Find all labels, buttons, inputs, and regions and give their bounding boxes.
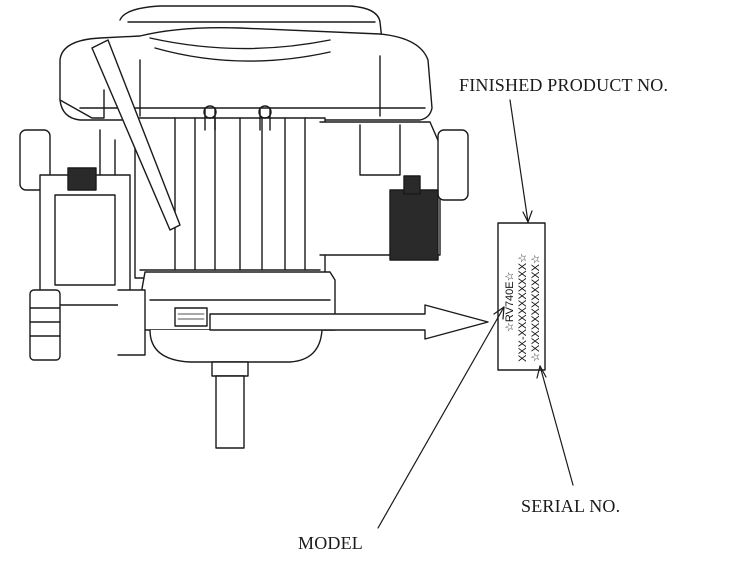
- nameplate-enlarged: [497, 222, 546, 371]
- nameplate-serial-text: ☆XXXXXXXXXXXX☆: [530, 254, 542, 362]
- nameplate-model-text: ☆RV740E☆: [504, 271, 516, 332]
- callout-leaders: [377, 99, 574, 529]
- engine-crankshaft: [211, 361, 249, 449]
- model-label: MODEL: [298, 533, 363, 553]
- finished-product-no-label: FINISHED PRODUCT NO.: [459, 75, 669, 95]
- engine-right-assembly: [319, 121, 469, 261]
- engine-left-assembly: [19, 129, 131, 361]
- nameplate-finished-product-text: XXX-XXXXXXXXXX☆: [517, 253, 529, 362]
- serial-no-label: SERIAL NO.: [521, 496, 621, 516]
- engine-top-cover: [59, 5, 433, 121]
- fuel-line: [59, 39, 181, 231]
- location-arrow: [209, 304, 489, 340]
